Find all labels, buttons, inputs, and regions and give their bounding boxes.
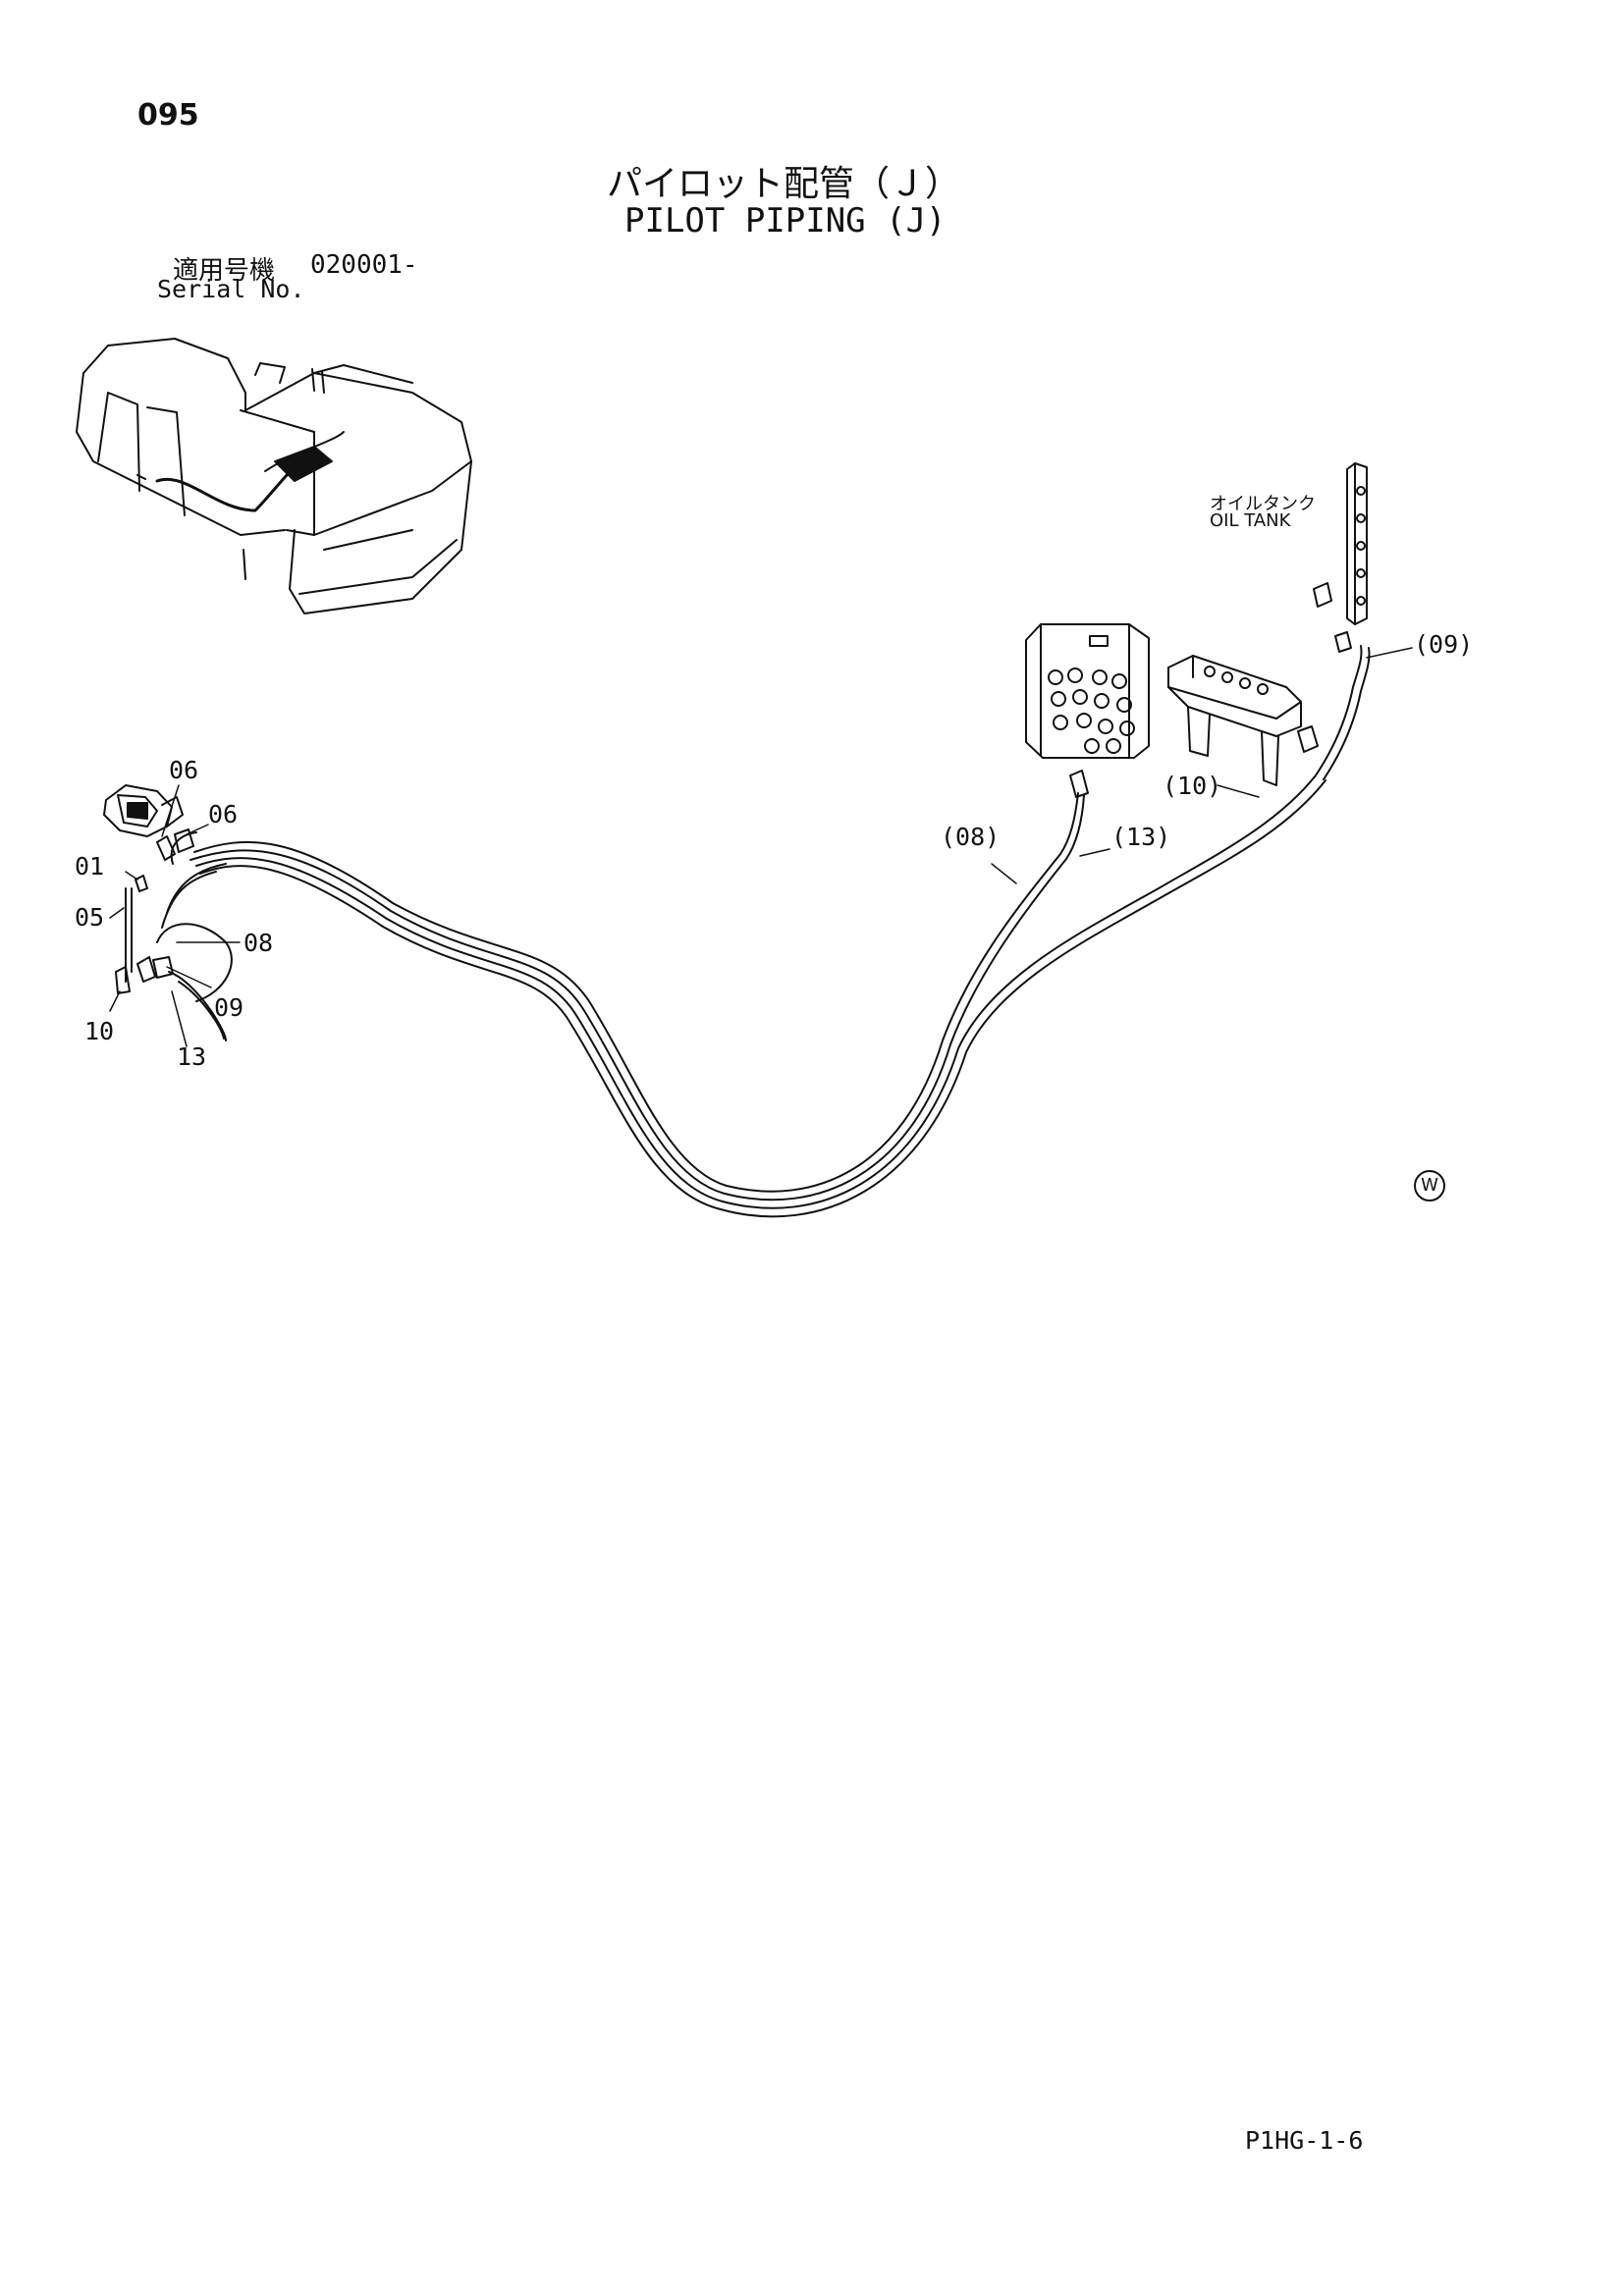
oil-tank-label-japanese: オイルタンク [1210, 494, 1316, 514]
oil-tank-plate [1313, 462, 1368, 653]
document-code: P1HG-1-6 [1245, 2126, 1364, 2155]
callout-13: 13 [177, 1042, 207, 1071]
manifold-bracket [1167, 655, 1319, 786]
page-title-english: PILOT PIPING (J) [624, 201, 947, 240]
w-circle-mark: W [1414, 1170, 1445, 1201]
excavator-overview-illustration [76, 338, 472, 614]
callout-06-upper: 06 [169, 756, 199, 784]
callout-06-lower: 06 [208, 800, 239, 828]
callout-10: 10 [84, 1017, 115, 1045]
callout-13-paren: (13) [1111, 823, 1171, 851]
page-title-japanese: パイロット配管（Ｊ） [607, 164, 961, 204]
serial-label-japanese: 適用号機 [173, 256, 276, 286]
oil-tank-label-english: OIL TANK [1210, 510, 1291, 531]
serial-number-value: 020001- [310, 250, 418, 280]
callout-08: 08 [244, 929, 274, 957]
callout-10-paren: (10) [1163, 772, 1222, 800]
callout-09: 09 [214, 993, 244, 1022]
callout-05: 05 [75, 903, 105, 932]
pilot-valve-left-assembly [103, 784, 194, 994]
pilot-hose-bundle [156, 645, 1371, 1218]
serial-label-english: Serial No. [157, 275, 305, 303]
callout-01: 01 [75, 852, 105, 881]
callout-08-paren: (08) [941, 823, 1001, 851]
page-number: 095 [137, 98, 199, 133]
callout-09-paren: (09) [1414, 630, 1474, 659]
callout-leader-lines [109, 647, 1413, 1047]
control-valve-block [1025, 623, 1150, 798]
